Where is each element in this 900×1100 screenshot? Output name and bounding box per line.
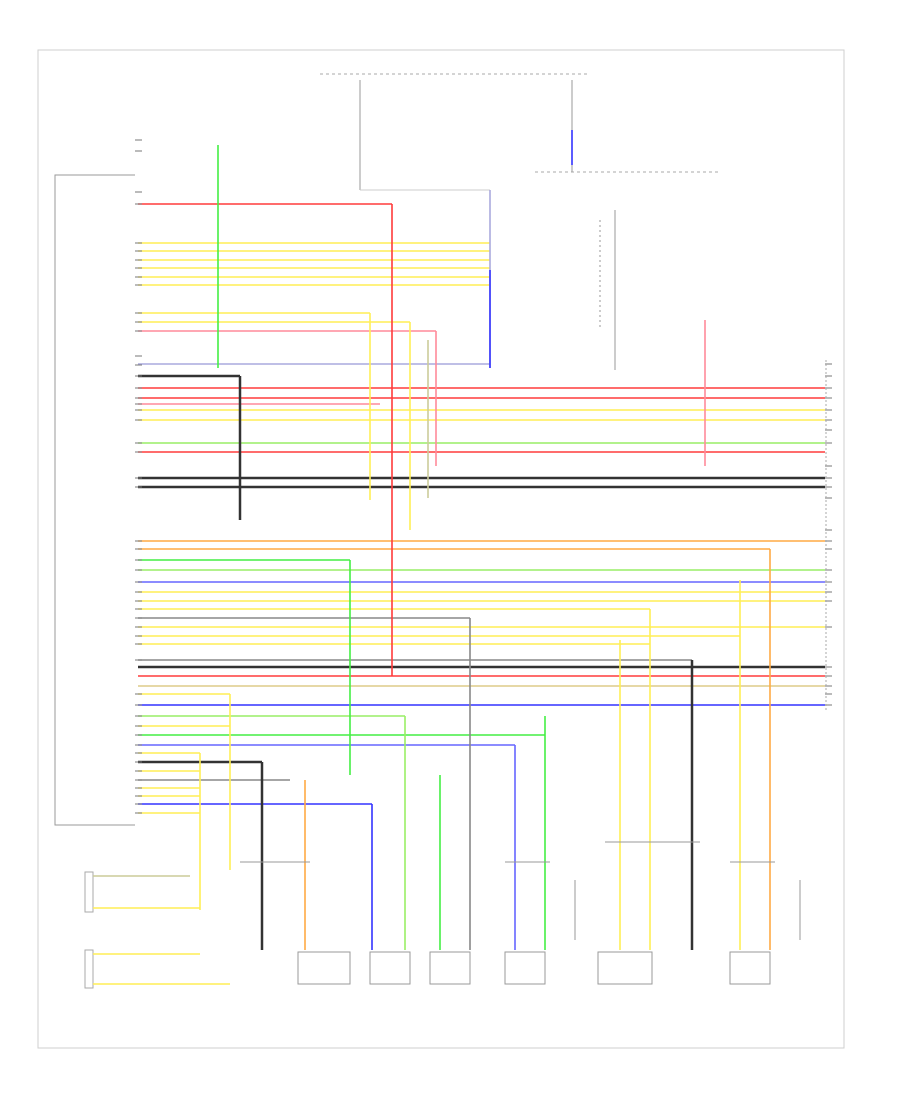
sensor-module-0 [297, 951, 351, 985]
sensor-module-4 [597, 951, 653, 985]
module-layer [297, 951, 771, 985]
lower-connector-2 [84, 949, 94, 989]
control-module-outline [54, 174, 135, 826]
sensor-module-2 [429, 951, 471, 985]
diagram-border [37, 49, 845, 1049]
wire-layer [138, 130, 825, 950]
pin-layer [135, 139, 832, 814]
lower-connector-1 [84, 871, 94, 913]
sensor-module-5 [729, 951, 771, 985]
sensor-module-1 [369, 951, 411, 985]
sensor-module-3 [504, 951, 546, 985]
